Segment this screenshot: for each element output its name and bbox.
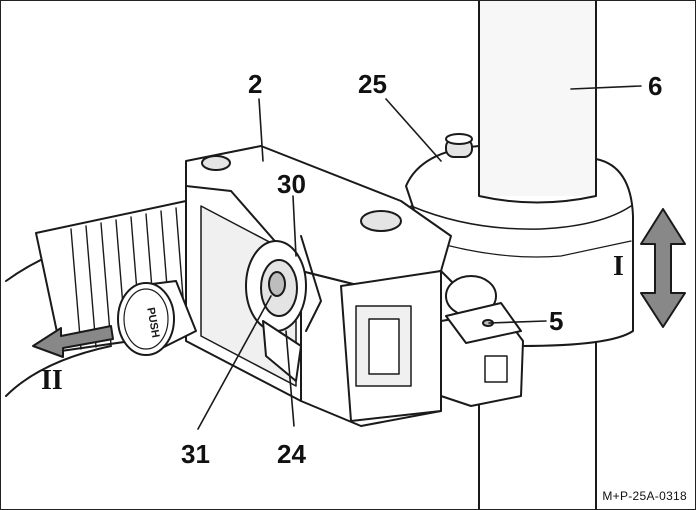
push-button: [117, 280, 197, 356]
vertical-post: [478, 1, 597, 509]
callout-31: 31: [181, 439, 210, 469]
hitch-jaw: [340, 270, 524, 422]
arrow-direction-I: [640, 208, 686, 328]
callout-2: 2: [248, 69, 263, 99]
direction-label-II: II: [41, 365, 63, 396]
callout-30: 30: [277, 169, 306, 199]
callout-6: 6: [648, 71, 663, 101]
arrow-direction-II: [32, 325, 114, 358]
push-label: PUSH: [144, 307, 161, 339]
callout-5: 5: [549, 306, 564, 336]
leader-lines: [197, 85, 642, 430]
callout-25: 25: [358, 69, 387, 99]
direction-label-I: I: [613, 251, 624, 282]
reference-code: M+P-25A-0318: [602, 489, 687, 503]
latch-mechanism: [245, 235, 322, 382]
post-clamp: [405, 133, 634, 347]
callout-24: 24: [277, 439, 306, 469]
